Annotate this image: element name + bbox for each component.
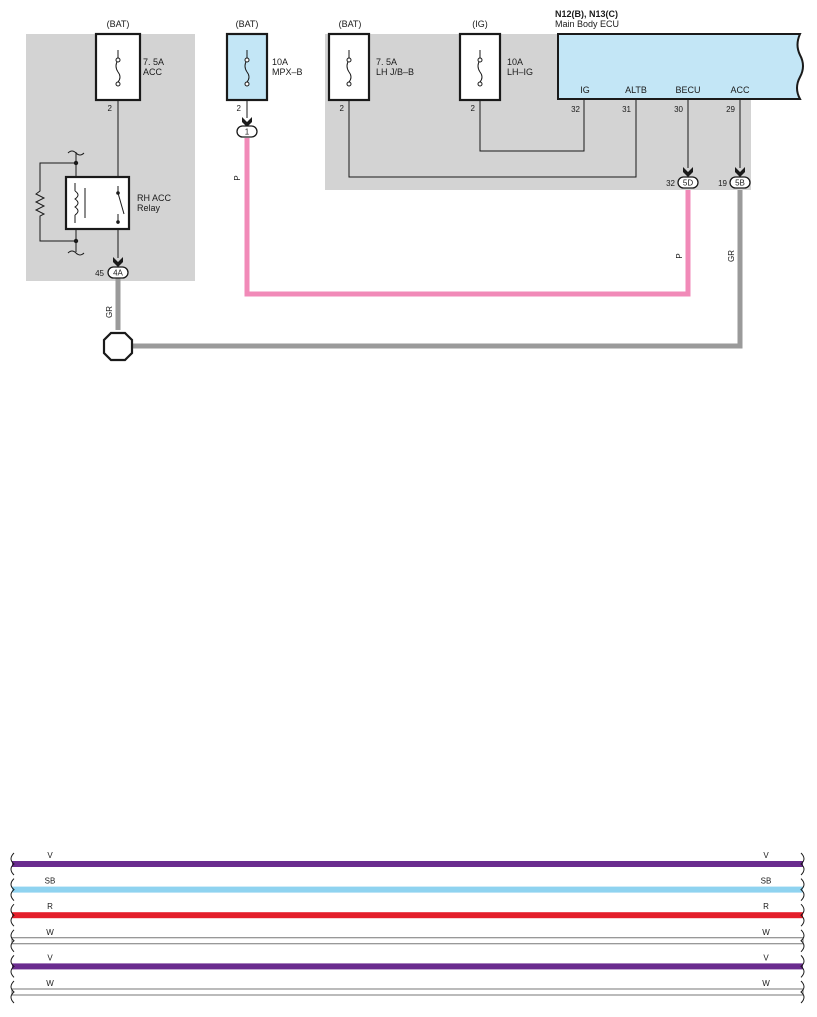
connector-1 (236, 125, 258, 138)
bus-wire-label-left: R (47, 902, 53, 911)
ecu-pin-altb-number: 31 (622, 105, 631, 114)
connector-4a-code: 4A (113, 269, 123, 278)
ecu-pin-becu-number: 30 (674, 105, 683, 114)
fuse-acc-pin: 2 (108, 104, 113, 113)
bus-wire-line (11, 988, 804, 996)
bus-wire-label-right: R (763, 902, 769, 911)
ecu-pin-acc-number: 29 (726, 105, 735, 114)
wire-label-p-right: P (675, 253, 684, 258)
connector-arrow-1 (242, 117, 252, 127)
fuse-mpx-b-name: MPX–B (272, 67, 303, 77)
fuse-acc (94, 32, 142, 102)
bus-break-right (800, 955, 805, 978)
ecu-pin-becu-label: BECU (675, 85, 700, 95)
wire-gr-harness (115, 190, 743, 349)
bus-wire-label-left: W (46, 979, 54, 988)
bus-break-left (10, 929, 15, 953)
ecu-pin-altb-label: ALTB (625, 85, 647, 95)
bus-wire-label-right: W (762, 928, 770, 937)
fuse-lh-jb-b-rating: 7. 5A (376, 57, 397, 67)
fuse-lh-ig-name: LH–IG (507, 67, 533, 77)
wire-label-gr-left: GR (105, 306, 114, 318)
fuse-mpx-b-source: (BAT) (236, 19, 259, 29)
fuse-acc-name: ACC (143, 67, 163, 77)
bus-wire-line (12, 912, 803, 919)
bus-break-right (800, 980, 805, 1004)
relay-label-line1: RH ACC (137, 193, 172, 203)
bus-wire-label-right: W (762, 979, 770, 988)
rh-acc-relay (64, 175, 131, 231)
bus-break-left (10, 878, 15, 901)
ecu-title: N12(B), N13(C) (555, 9, 618, 19)
fuse-acc-source: (BAT) (107, 19, 130, 29)
wire-ig-to-lh-ig-fuse (479, 84, 585, 152)
connector-5b-pin: 19 (718, 179, 727, 188)
connector-4a (107, 266, 129, 279)
bus-wire-label-right: V (763, 851, 769, 860)
wire-label-p-left: P (233, 175, 242, 180)
resistor-bypass (34, 150, 85, 256)
fuse-lh-jb-b (327, 32, 371, 102)
bus-break-left (10, 852, 15, 876)
bus-break-left (10, 955, 15, 978)
bus-break-right (800, 903, 805, 927)
fuse-lh-ig (458, 32, 502, 102)
bus-break-right (800, 929, 805, 953)
fuse-lh-ig-source: (IG) (472, 19, 488, 29)
connector-arrow-5d (683, 167, 693, 177)
bus-wire-line (12, 963, 803, 970)
bus-wire-line (12, 886, 803, 893)
connector-5b-code: 5B (735, 179, 745, 188)
bus-break-left (10, 980, 15, 1004)
bus-wire-label-left: V (47, 953, 53, 962)
ecu-pin-acc-label: ACC (730, 85, 750, 95)
bus-wire-line (12, 861, 803, 867)
fuse-acc-rating: 7. 5A (143, 57, 164, 67)
fuse-mpx-b (225, 32, 269, 102)
connector-1-code: 1 (245, 128, 250, 137)
bus-break-right (800, 878, 805, 901)
connector-5d-code: 5D (683, 179, 693, 188)
fuse-lh-jb-b-source: (BAT) (339, 19, 362, 29)
bus-break-left (10, 903, 15, 927)
bus-wire-label-left: SB (45, 877, 56, 886)
fuse-lh-jb-b-pin: 2 (340, 104, 345, 113)
connector-arrow-5b (735, 167, 745, 177)
wire-p-harness (244, 138, 691, 297)
ecu-pin-ig-number: 32 (571, 105, 580, 114)
wire-label-gr-right: GR (727, 250, 736, 262)
main-body-ecu-box (557, 33, 804, 100)
fuse-mpx-b-pin: 2 (237, 104, 242, 113)
bus-wire-label-left: V (47, 851, 53, 860)
wire-altb-to-lh-jb-fuse (348, 84, 637, 178)
connector-5d (677, 176, 699, 189)
bus-break-right (800, 852, 805, 876)
bus-wire-line (11, 937, 804, 945)
fuse-lh-jb-b-name: LH J/B–B (376, 67, 414, 77)
ecu-subtitle: Main Body ECU (555, 19, 619, 29)
fuse-mpx-b-rating: 10A (272, 57, 288, 67)
fuse-lh-ig-pin: 2 (471, 104, 476, 113)
connector-arrow-4a (113, 257, 123, 267)
splice-point (102, 331, 134, 362)
connector-5b (729, 176, 751, 189)
ecu-pin-ig-label: IG (580, 85, 590, 95)
bus-wire-label-left: W (46, 928, 54, 937)
relay-label-line2: Relay (137, 203, 161, 213)
bus-wire-label-right: V (763, 953, 769, 962)
fuse-lh-ig-rating: 10A (507, 57, 523, 67)
bus-wire-label-right: SB (761, 877, 772, 886)
connector-5d-pin: 32 (666, 179, 675, 188)
bus-wire-1: SB SB (10, 877, 805, 901)
connector-4a-pin: 45 (95, 269, 104, 278)
